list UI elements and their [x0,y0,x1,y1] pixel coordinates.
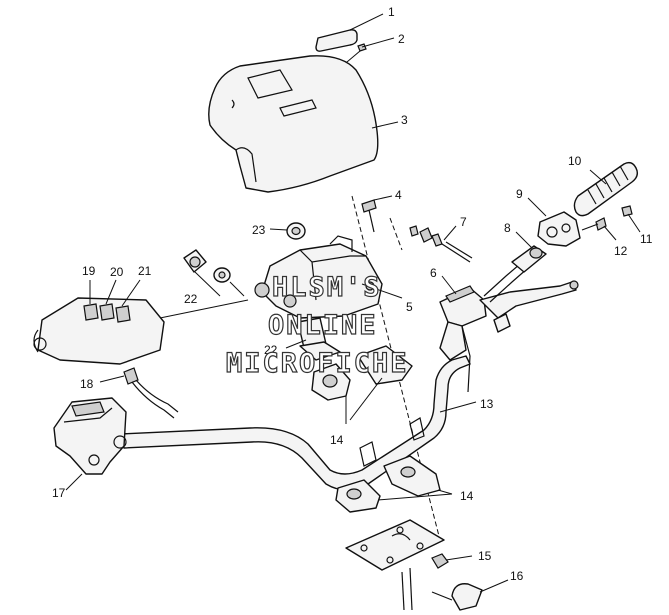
callout-22-left: 22 [184,292,198,306]
part-1-badge [315,13,384,52]
callout-11: 11 [640,232,653,246]
part-4-bolt [361,195,393,233]
callout-22-lower: 22 [264,343,278,357]
callout-9: 9 [516,187,523,201]
watermark-line-3: MICROFICHE [226,348,409,379]
callout-13: 13 [480,397,494,411]
callout-3: 3 [401,113,408,127]
centre-line-upper [389,217,403,251]
callout-7: 7 [460,215,467,229]
callout-1: 1 [388,5,395,19]
part-7-cable-adjuster [409,225,473,263]
watermark-line-2: ONLINE [268,310,378,341]
callout-23: 23 [252,223,266,237]
part-19-21-switch-panel [33,279,249,365]
part-13-handlebar [119,355,477,491]
part-14-upper-clamps [299,341,413,424]
callout-19: 19 [82,264,96,278]
callout-5: 5 [406,300,413,314]
part-3-headlight-pod [208,55,399,193]
callout-20: 20 [110,265,124,279]
part-8-collar [511,231,547,273]
callout-15: 15 [478,549,492,563]
part-16-clamp [431,579,509,611]
part-12-screw [581,217,617,241]
callout-2: 2 [398,32,405,46]
watermark-line-1: HLSM'S [272,272,382,303]
callout-8: 8 [504,221,511,235]
callout-21: 21 [138,264,152,278]
part-15-nut [431,553,473,569]
part-23-grommet [269,222,306,240]
callout-12: 12 [614,244,628,258]
callout-labels: 1 2 3 4 5 6 7 8 9 10 11 12 13 14 14 15 1… [52,5,653,583]
watermark: HLSM'S ONLINE MICROFICHE [225,271,409,379]
part-22-switch-left [183,249,245,297]
brake-lever [479,263,579,333]
part-6-master-cylinder [439,275,487,393]
callout-18: 18 [80,377,94,391]
callout-4: 4 [395,188,402,202]
callout-16: 16 [510,569,524,583]
mount-plate [345,519,445,611]
part-22-switch-lower [283,294,327,349]
callout-10: 10 [568,154,582,168]
callout-6: 6 [430,266,437,280]
callout-14-upper: 14 [330,433,344,447]
part-10-grip [573,161,639,217]
callout-14-lower: 14 [460,489,474,503]
part-9-switch-housing [527,197,581,247]
part-11-screw [621,205,641,233]
part-18-switch-wires [99,367,179,419]
callout-17: 17 [52,486,66,500]
part-17-left-switch [53,397,127,491]
part-14-lower-clamps [335,455,453,513]
